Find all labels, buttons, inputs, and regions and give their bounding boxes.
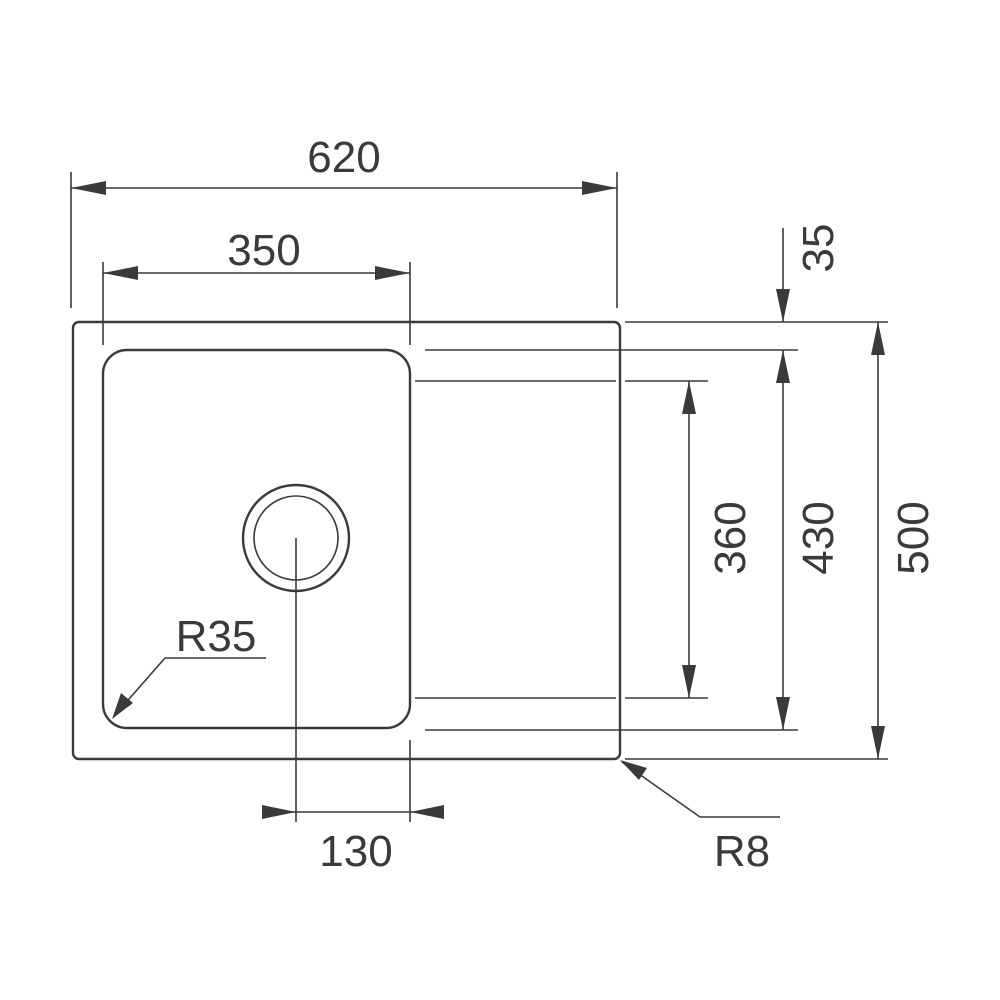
dim-360-arrow-bottom xyxy=(682,665,696,698)
dim-430-arrow-bottom xyxy=(776,697,790,730)
dim-130-label: 130 xyxy=(319,827,392,876)
dim-350-label: 350 xyxy=(227,226,300,275)
dim-360-label: 360 xyxy=(706,501,755,574)
dim-350-arrow-right xyxy=(375,266,410,280)
dim-500-arrow-top xyxy=(871,322,885,355)
dim-35-arrow-top xyxy=(776,289,790,322)
bowl-outline xyxy=(101,348,412,730)
r35-arrow xyxy=(112,693,133,719)
dim-430-label: 430 xyxy=(794,501,843,574)
dim-360-arrow-top xyxy=(682,381,696,414)
r35-label: R35 xyxy=(176,612,257,661)
dim-620-arrow-right xyxy=(582,181,617,195)
dim-500-arrow-bottom xyxy=(871,726,885,759)
dim-500-label: 500 xyxy=(889,501,938,574)
dim-130-arrow-right xyxy=(410,805,444,819)
dim-620-arrow-left xyxy=(71,181,106,195)
sink-outer-outline xyxy=(71,320,622,761)
dim-350-arrow-left xyxy=(103,266,138,280)
dim-35-label: 35 xyxy=(794,224,843,273)
dim-620-label: 620 xyxy=(307,133,380,182)
dim-35-arrow-bottom xyxy=(776,350,790,383)
r8-arrow xyxy=(620,760,647,780)
dim-130-arrow-left xyxy=(262,805,296,819)
r8-label: R8 xyxy=(714,827,770,876)
